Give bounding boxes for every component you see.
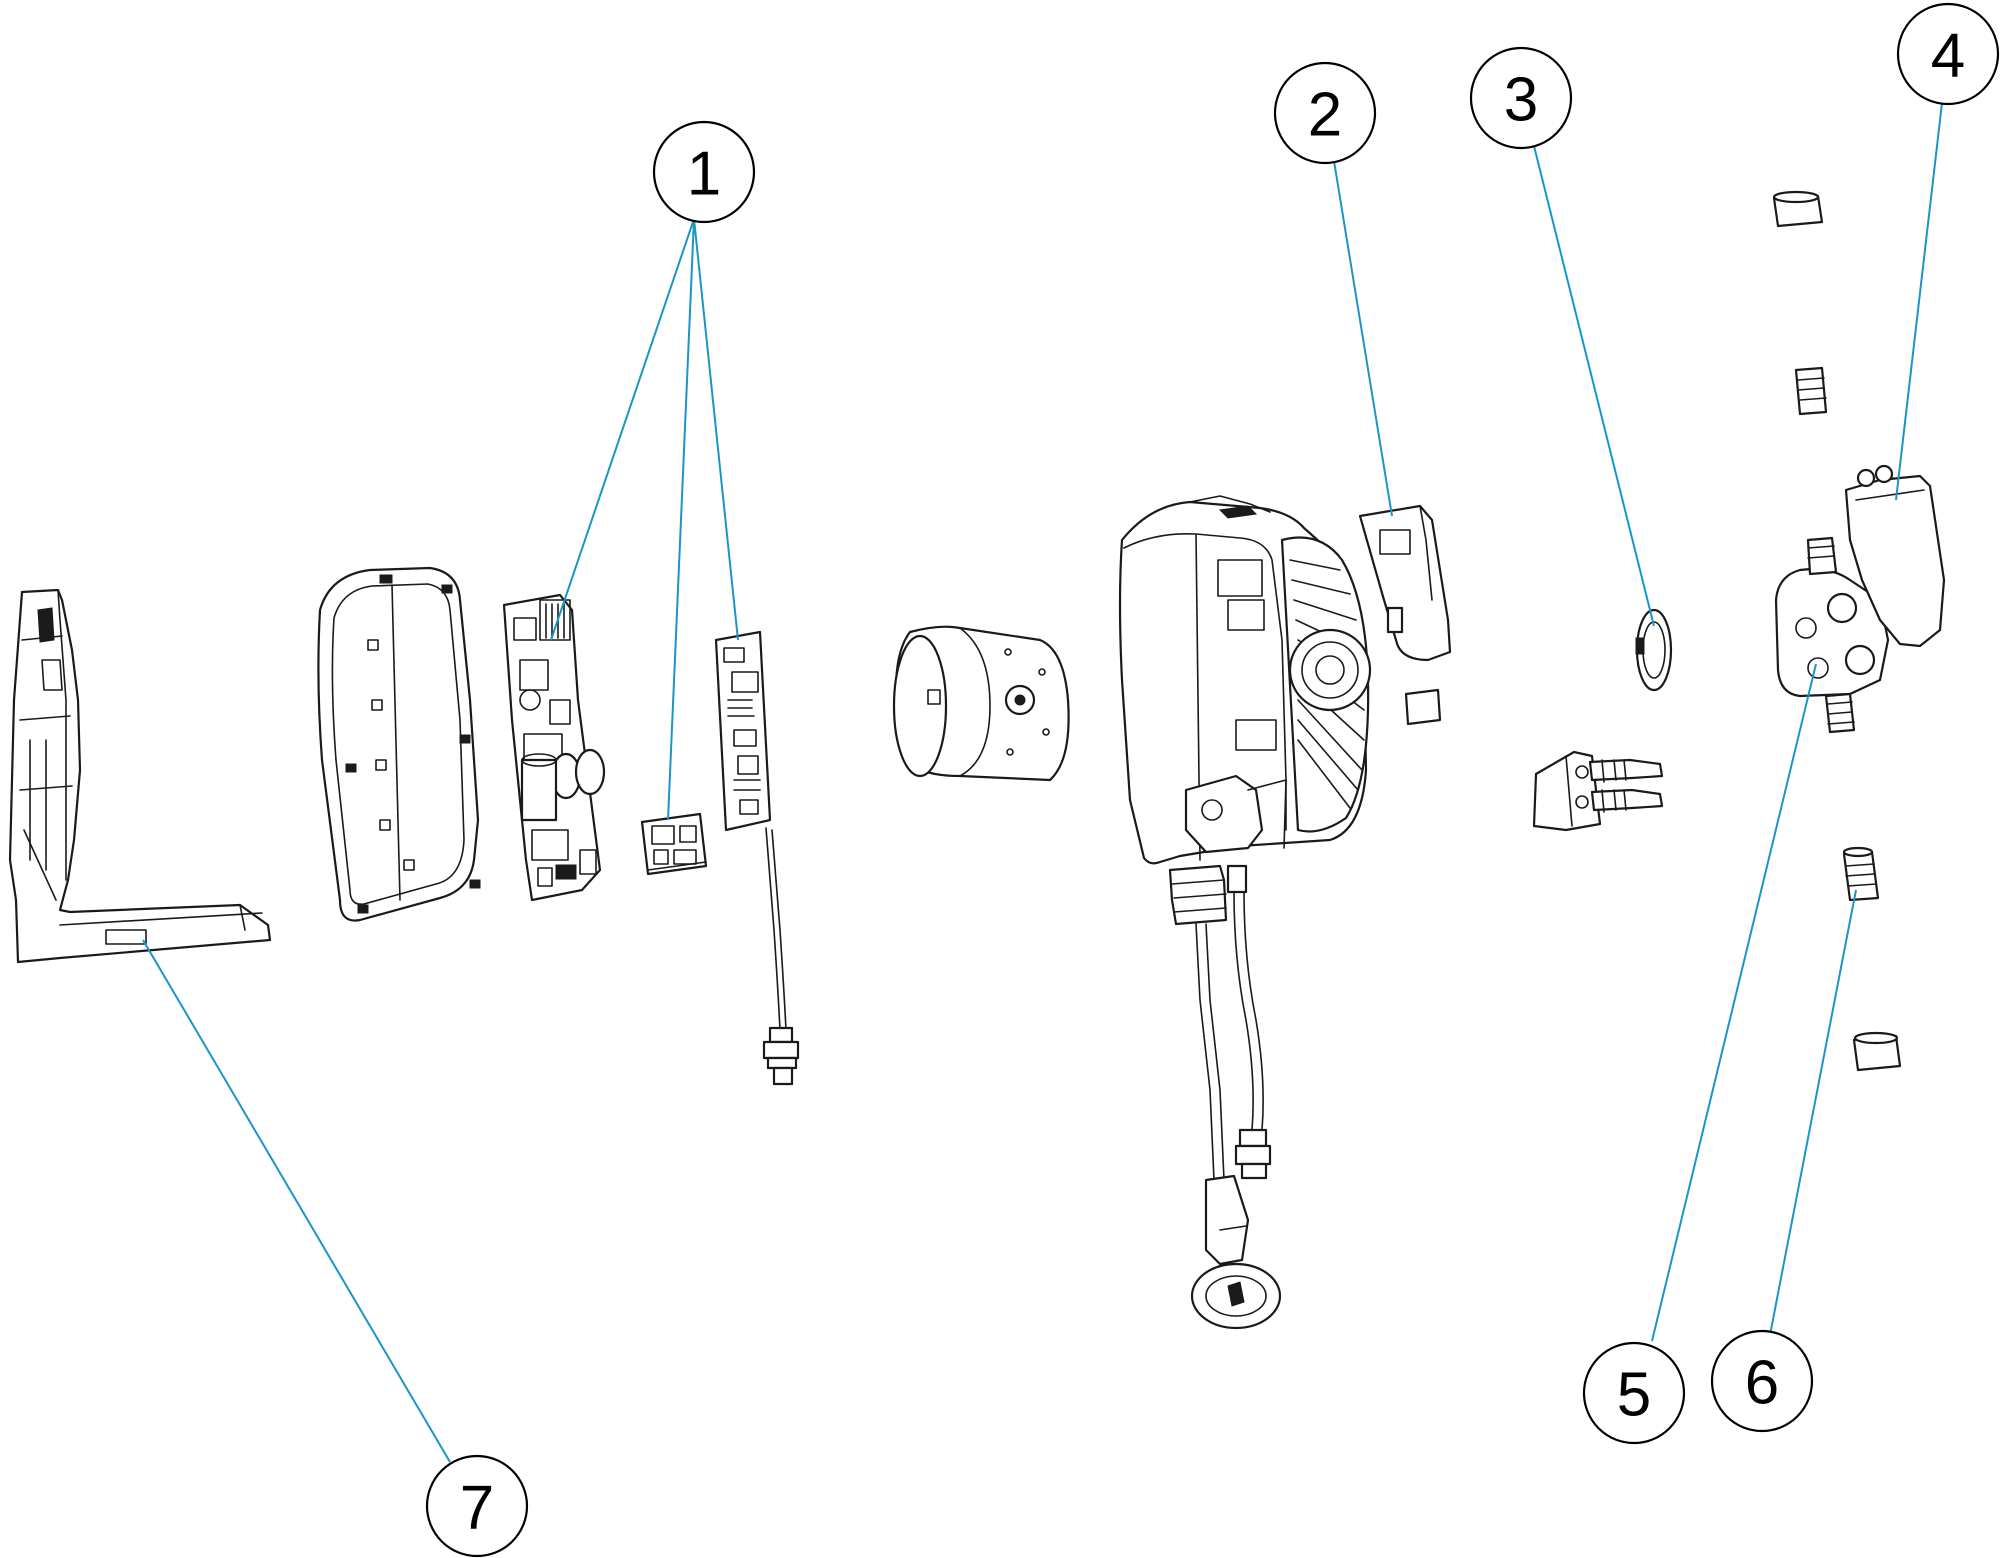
pump-head-cover-part[interactable] — [1844, 464, 1946, 648]
main-pcb-part[interactable] — [502, 593, 606, 902]
callout-number: 2 — [1308, 81, 1342, 150]
callout-circle — [1273, 61, 1377, 165]
callout-number: 1 — [687, 140, 721, 209]
valve-block-part[interactable] — [1532, 750, 1664, 832]
callout-number: 4 — [1931, 22, 1965, 91]
leader-lines — [142, 102, 1943, 1463]
callout-circle — [1710, 1329, 1814, 1433]
leader-line-2 — [1333, 160, 1393, 517]
callout-circle — [425, 1454, 529, 1558]
diaphragm-part[interactable] — [1635, 608, 1673, 692]
leader-line-1c — [693, 218, 739, 641]
callout-circle — [1469, 46, 1573, 150]
pump-head-part[interactable] — [1774, 536, 1890, 734]
bottom-connector-part[interactable] — [1842, 846, 1880, 902]
wall-bracket-part[interactable] — [8, 588, 272, 964]
callout-circle — [1896, 2, 2000, 106]
top-connector-part[interactable] — [1794, 366, 1828, 416]
leader-line-7 — [142, 939, 451, 1463]
callout-number: 7 — [460, 1474, 494, 1543]
callout-number: 6 — [1745, 1349, 1779, 1418]
callout-number: 5 — [1617, 1361, 1651, 1430]
callout-4: 4 — [1896, 2, 2000, 106]
front-lid-part[interactable] — [1358, 504, 1452, 726]
leader-line-3 — [1533, 145, 1655, 627]
callout-circle — [652, 120, 756, 224]
leader-line-1b — [667, 218, 695, 821]
leader-line-4 — [1895, 102, 1943, 501]
callout-number: 3 — [1504, 66, 1538, 135]
callout-2: 2 — [1273, 61, 1377, 165]
callout-1: 1 — [652, 120, 756, 224]
callout-circle — [1582, 1341, 1686, 1445]
long-pcb-with-cable-part[interactable] — [714, 630, 800, 1086]
front-cover-panel[interactable] — [317, 566, 481, 922]
small-pcb-part[interactable] — [640, 812, 708, 876]
top-fitting-part[interactable] — [1772, 190, 1824, 228]
pump-main-body-part[interactable] — [1118, 495, 1372, 1330]
leader-line-1a — [550, 218, 695, 641]
callout-7: 7 — [425, 1454, 529, 1558]
bottom-fitting-part[interactable] — [1852, 1031, 1902, 1072]
motor-part[interactable] — [892, 625, 1070, 782]
callout-5: 5 — [1582, 1341, 1686, 1445]
leader-line-6 — [1769, 889, 1857, 1336]
leader-line-5 — [1651, 663, 1817, 1342]
callout-6: 6 — [1710, 1329, 1814, 1433]
callout-3: 3 — [1469, 46, 1573, 150]
